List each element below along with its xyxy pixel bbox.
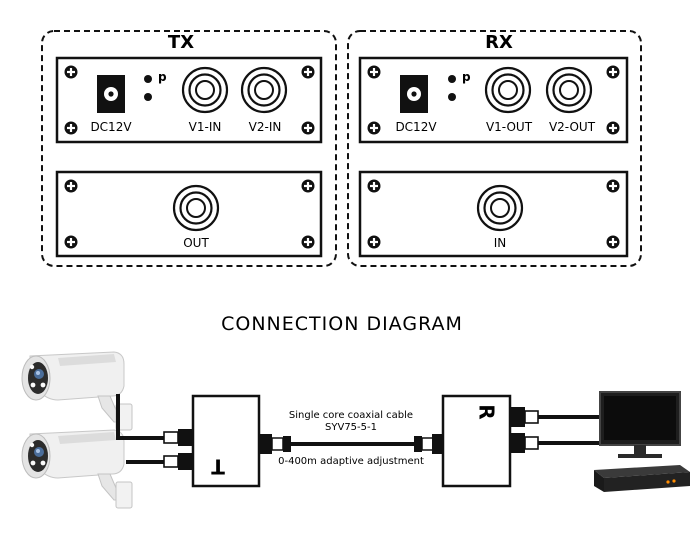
tx-faceplate: TX p DC12V V1-IN V2-IN OUT	[41, 30, 337, 267]
in-port-label: IN	[494, 236, 507, 250]
mounting-screw-icon	[64, 65, 78, 79]
receiver-letter: R	[475, 404, 499, 419]
dc-power-jack-icon	[97, 75, 125, 113]
bnc-port-icon	[240, 66, 288, 114]
receiver-box: R	[432, 394, 539, 488]
rx-faceplate: RX p DC12V V1-OUT V2-OUT IN	[347, 30, 642, 267]
rx-dashed-border	[347, 30, 642, 267]
dvr-icon	[594, 465, 690, 492]
tx-heading: TX	[168, 32, 194, 53]
out-port-label: OUT	[183, 236, 209, 250]
mounting-screw-icon	[367, 179, 381, 193]
mounting-screw-icon	[367, 121, 381, 135]
bnc-port-icon	[476, 184, 524, 232]
rx-top-panel: p DC12V V1-OUT V2-OUT	[358, 56, 629, 144]
led-label: p	[158, 70, 167, 84]
camera-icon	[21, 429, 133, 509]
camera-icon	[21, 351, 133, 431]
bnc-port-icon	[172, 184, 220, 232]
mounting-screw-icon	[301, 65, 315, 79]
bnc-port-icon	[181, 66, 229, 114]
cable-distance-label: 0-400m adaptive adjustment	[278, 456, 424, 467]
coax-plug-right	[421, 437, 434, 451]
transmitter-letter: T	[211, 455, 225, 479]
tx-dashed-border	[41, 30, 337, 267]
diagram-title: CONNECTION DIAGRAM	[221, 313, 463, 335]
signal-led-icon	[144, 93, 152, 101]
power-led-icon	[144, 75, 152, 83]
bnc-port-icon	[545, 66, 593, 114]
rx-bottom-panel: IN	[358, 170, 629, 258]
port1-label: V1-OUT	[486, 120, 533, 134]
mounting-screw-icon	[606, 179, 620, 193]
mounting-screw-icon	[367, 65, 381, 79]
mounting-screw-icon	[301, 179, 315, 193]
port2-label: V2-OUT	[549, 120, 596, 134]
mounting-screw-icon	[606, 235, 620, 249]
mounting-screw-icon	[301, 235, 315, 249]
camera1-cable	[116, 394, 168, 440]
port2-label: V2-IN	[249, 120, 282, 134]
rx-heading: RX	[485, 32, 513, 53]
mounting-screw-icon	[367, 235, 381, 249]
coax-jacket-left	[283, 436, 291, 452]
monitor-icon	[599, 391, 681, 458]
mounting-screw-icon	[606, 121, 620, 135]
coax-jacket-right	[414, 436, 422, 452]
mounting-screw-icon	[64, 179, 78, 193]
cable-type-label: Single core coaxial cable	[289, 410, 413, 421]
signal-led-icon	[448, 93, 456, 101]
mounting-screw-icon	[606, 65, 620, 79]
dc-power-jack-icon	[400, 75, 428, 113]
power-led-icon	[448, 75, 456, 83]
mounting-screw-icon	[301, 121, 315, 135]
coax-plug-left	[271, 437, 284, 451]
transmitter-box: T	[163, 394, 272, 488]
mounting-screw-icon	[64, 121, 78, 135]
tx-top-panel: p DC12V V1-IN V2-IN	[55, 56, 323, 144]
power-label: DC12V	[90, 120, 132, 134]
port1-label: V1-IN	[189, 120, 222, 134]
tx-bottom-panel: OUT	[55, 170, 323, 258]
mounting-screw-icon	[64, 235, 78, 249]
cable-model-label: SYV75-5-1	[325, 422, 377, 433]
led-label: p	[462, 70, 471, 84]
power-label: DC12V	[395, 120, 437, 134]
connection-section: T Single core coaxial cable SYV75-5-1 0-…	[21, 351, 690, 509]
bnc-port-icon	[484, 66, 532, 114]
